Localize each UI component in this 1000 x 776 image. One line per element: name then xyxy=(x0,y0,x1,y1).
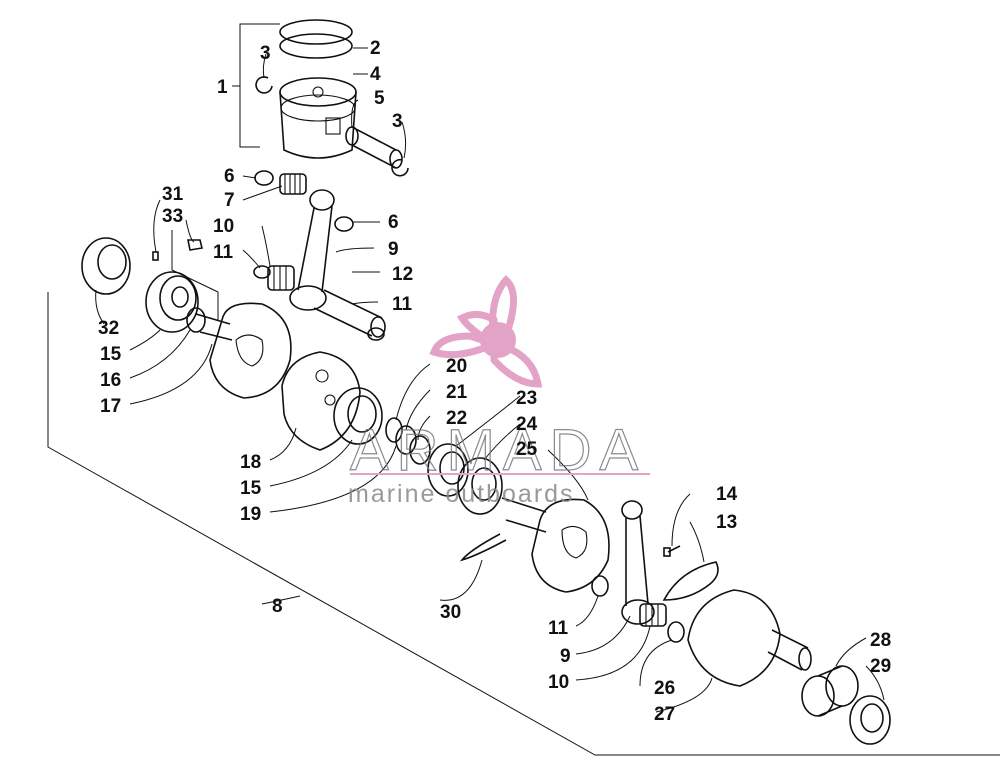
screw xyxy=(663,545,681,557)
label-32: 32 xyxy=(98,318,119,339)
circlip-left xyxy=(255,76,273,94)
watermark: ARMADA marine outboards xyxy=(348,275,650,508)
oil-seal-left xyxy=(81,237,131,295)
label-29: 29 xyxy=(870,656,891,677)
label-11-top: 11 xyxy=(213,242,234,263)
thrust-washer-lower-right xyxy=(667,621,685,643)
oil-seal-right xyxy=(849,695,891,745)
label-9-lower: 9 xyxy=(560,646,571,667)
thrust-washer-upper xyxy=(254,170,274,186)
retaining-ring xyxy=(459,533,507,562)
crank-cover xyxy=(662,561,719,601)
label-19: 19 xyxy=(240,504,261,525)
label-6-top: 6 xyxy=(224,166,235,187)
label-11-pin: 11 xyxy=(392,294,413,315)
label-20: 20 xyxy=(446,356,467,377)
thrust-washer-crankpin xyxy=(367,327,385,341)
leader-lines xyxy=(95,47,885,713)
label-11-lower: 11 xyxy=(548,618,569,639)
roller-bearing-end xyxy=(801,665,859,717)
watermark-tagline: marine outboards xyxy=(348,480,575,508)
label-5: 5 xyxy=(374,88,385,109)
label-10-top: 10 xyxy=(213,216,234,237)
assembly-bracket-8 xyxy=(47,292,1000,756)
spacer-21 xyxy=(395,425,417,455)
piston-kit-bracket xyxy=(232,23,280,148)
label-24: 24 xyxy=(516,414,538,435)
label-6-right: 6 xyxy=(388,212,399,233)
label-21: 21 xyxy=(446,382,468,403)
label-15-left: 15 xyxy=(100,344,122,365)
needle-bearing-small-end xyxy=(279,173,307,195)
piston-rings xyxy=(279,19,353,59)
spacer-20 xyxy=(385,417,403,443)
label-14: 14 xyxy=(716,484,738,505)
ball-bearing-center xyxy=(333,387,383,445)
crankshaft-half-center xyxy=(281,351,361,451)
crankshaft-half-left xyxy=(195,302,292,399)
woodruff-key xyxy=(187,239,203,251)
label-10-lower: 10 xyxy=(548,672,569,693)
label-30: 30 xyxy=(440,602,461,623)
connecting-rod-lower xyxy=(621,500,655,625)
label-23: 23 xyxy=(516,388,537,409)
label-33: 33 xyxy=(162,206,183,227)
label-31: 31 xyxy=(162,184,184,205)
ball-bearing-right xyxy=(457,457,503,515)
crankshaft-end-right xyxy=(687,589,812,687)
label-9-top: 9 xyxy=(388,239,399,260)
piston xyxy=(279,77,357,159)
label-12: 12 xyxy=(392,264,413,285)
needle-bearing-lower xyxy=(639,603,667,627)
label-4: 4 xyxy=(370,64,381,85)
connecting-rod-upper xyxy=(289,189,335,311)
part-labels: 2 3 1 4 5 3 6 7 10 11 6 9 12 11 31 33 32… xyxy=(98,38,891,725)
dowel-pin xyxy=(152,251,159,261)
label-27: 27 xyxy=(654,704,675,725)
spacer-22 xyxy=(409,435,431,465)
label-13: 13 xyxy=(716,512,737,533)
crank-pin xyxy=(313,289,386,338)
label-7: 7 xyxy=(224,190,235,211)
label-8: 8 xyxy=(272,596,283,617)
ball-bearing-left xyxy=(145,271,199,333)
label-2: 2 xyxy=(370,38,381,59)
label-28: 28 xyxy=(870,630,891,651)
thrust-washer-mid xyxy=(253,265,271,279)
label-1: 1 xyxy=(217,77,228,98)
crankshaft-half-right xyxy=(501,497,610,593)
label-17: 17 xyxy=(100,396,121,417)
propeller-icon xyxy=(429,275,543,388)
o-ring-left xyxy=(186,307,206,333)
label-25: 25 xyxy=(516,439,538,460)
thrust-washer-upper-right xyxy=(334,216,354,232)
label-18: 18 xyxy=(240,452,261,473)
thrust-washer-lower xyxy=(591,575,609,597)
watermark-brand: ARMADA xyxy=(350,418,646,483)
label-3-top: 3 xyxy=(260,43,271,64)
needle-bearing-big-end xyxy=(267,265,295,291)
label-22: 22 xyxy=(446,408,467,429)
label-26: 26 xyxy=(654,678,675,699)
piston-pin xyxy=(345,126,403,169)
circlip-right xyxy=(391,158,409,177)
label-3-pin: 3 xyxy=(392,111,403,132)
label-16: 16 xyxy=(100,370,121,391)
label-15-center: 15 xyxy=(240,478,262,499)
